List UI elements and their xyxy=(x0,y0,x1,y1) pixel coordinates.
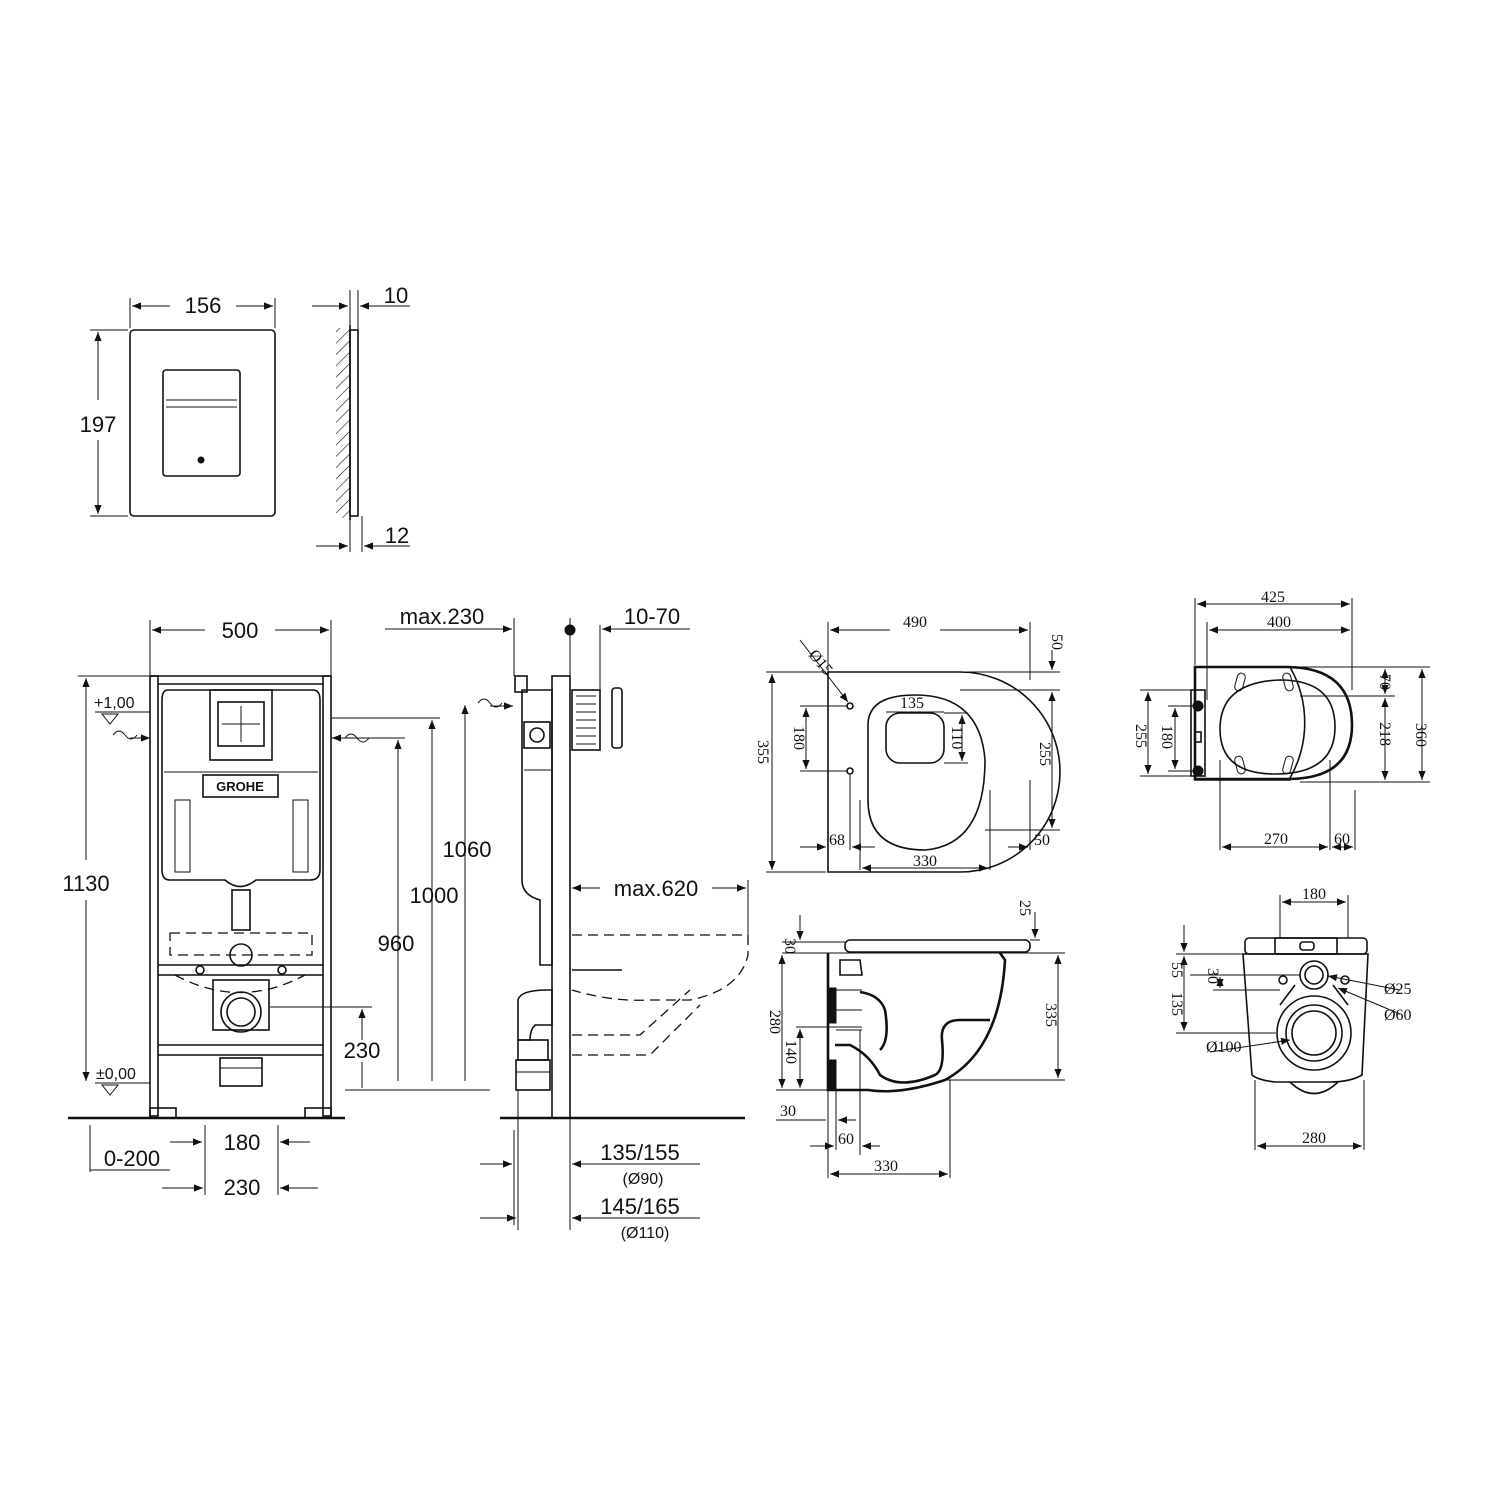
diameter-100-label: Ø100 xyxy=(1206,1039,1242,1056)
bowl-330-label: 330 xyxy=(913,853,937,870)
seat-30-label: 30 xyxy=(781,938,798,954)
drain-offset-110-label: 145/165 xyxy=(600,1194,680,1219)
installation-frame-front-view: GROHE 500 +1 xyxy=(62,618,491,1200)
seat-218-label: 218 xyxy=(1376,722,1393,746)
installation-frame-side-view: max.230 10-70 max.620 135/155 (Ø90) 145/… xyxy=(385,604,749,1242)
toilet-bowl-back-view: 180 55 135 30 Ø25 Ø60 Ø100 280 xyxy=(1168,886,1412,1150)
seat-60-label: 60 xyxy=(1334,831,1350,848)
rim-offset-50-label: 50 xyxy=(1034,832,1050,849)
seat-thickness-25-label: 25 xyxy=(1016,900,1033,916)
drain-diameter-90-label: (Ø90) xyxy=(623,1171,664,1188)
back-135-label: 135 xyxy=(1168,992,1185,1016)
height-1000-label: 1000 xyxy=(410,883,459,908)
bowl-depth-330-label: 330 xyxy=(874,1158,898,1175)
opening-110-label: 110 xyxy=(948,726,965,749)
seat-offset-70-label: 70 xyxy=(1376,674,1393,690)
seat-hinge-255-label: 255 xyxy=(1132,724,1149,748)
height-960-label: 960 xyxy=(378,931,415,956)
bolt-spacing-outer-label: 230 xyxy=(224,1175,261,1200)
bowl-width-355-label: 355 xyxy=(754,740,771,764)
frame-total-height-label: 1130 xyxy=(62,871,109,896)
bolt-spacing-label: 180 xyxy=(224,1130,261,1155)
level-zero-label: ±0,00 xyxy=(96,1066,136,1083)
max-depth-label: max.230 xyxy=(400,604,484,629)
seat-width-425-label: 425 xyxy=(1261,589,1285,606)
drain-diameter-110-label: (Ø110) xyxy=(621,1225,670,1242)
plate-depth-top-label: 10 xyxy=(384,283,408,308)
toilet-seat-top-view: 425 400 70 218 360 255 180 270 60 xyxy=(1132,589,1430,851)
max-projection-label: max.620 xyxy=(614,876,698,901)
plate-depth-bottom-label: 12 xyxy=(385,523,409,548)
drain-offset-90-label: 135/155 xyxy=(600,1140,680,1165)
bowl-length-label: 490 xyxy=(903,614,927,631)
back-width-280-label: 280 xyxy=(1302,1130,1326,1147)
seat-270-label: 270 xyxy=(1264,831,1288,848)
bowl-280-label: 280 xyxy=(766,1010,783,1034)
offset-30-label: 30 xyxy=(780,1103,796,1120)
seat-width-400-label: 400 xyxy=(1267,614,1291,631)
offset-60-label: 60 xyxy=(838,1131,854,1148)
back-55-label: 55 xyxy=(1168,962,1185,978)
diameter-60-label: Ø60 xyxy=(1384,1007,1412,1024)
grohe-logo-text: GROHE xyxy=(216,779,264,794)
seat-hinge-180-label: 180 xyxy=(1158,725,1175,749)
level-top-label: +1,00 xyxy=(94,695,135,712)
bolt-spacing-180-label: 180 xyxy=(790,726,807,750)
plate-height-label: 197 xyxy=(80,412,117,437)
back-30-label: 30 xyxy=(1204,968,1221,984)
height-1060-label: 1060 xyxy=(443,837,492,862)
bowl-height-335-label: 335 xyxy=(1042,1003,1059,1027)
toilet-bowl-top-view: 490 Ø15 50 355 180 135 110 255 xyxy=(754,614,1065,873)
adjust-range-label: 10-70 xyxy=(624,604,680,629)
diameter-25-label: Ø25 xyxy=(1384,981,1412,998)
hole-diameter-15-label: Ø15 xyxy=(805,647,836,679)
bottom-offset-label: 0-200 xyxy=(104,1146,160,1171)
flush-plate-front-view: 156 197 xyxy=(80,293,276,517)
opening-135-label: 135 xyxy=(900,695,924,712)
bowl-140-label: 140 xyxy=(782,1040,799,1064)
bolt-offset-68-label: 68 xyxy=(829,832,845,849)
frame-width-label: 500 xyxy=(222,618,259,643)
bowl-top-offset-label: 50 xyxy=(1048,634,1065,650)
bowl-255-label: 255 xyxy=(1036,742,1053,766)
back-180-label: 180 xyxy=(1302,886,1326,903)
flush-plate-side-view: 10 12 xyxy=(312,283,410,552)
height-230-label: 230 xyxy=(344,1038,381,1063)
seat-length-360-label: 360 xyxy=(1412,723,1429,747)
plate-width-label: 156 xyxy=(185,293,222,318)
toilet-bowl-side-section: 25 30 280 140 335 30 60 330 xyxy=(766,900,1065,1178)
